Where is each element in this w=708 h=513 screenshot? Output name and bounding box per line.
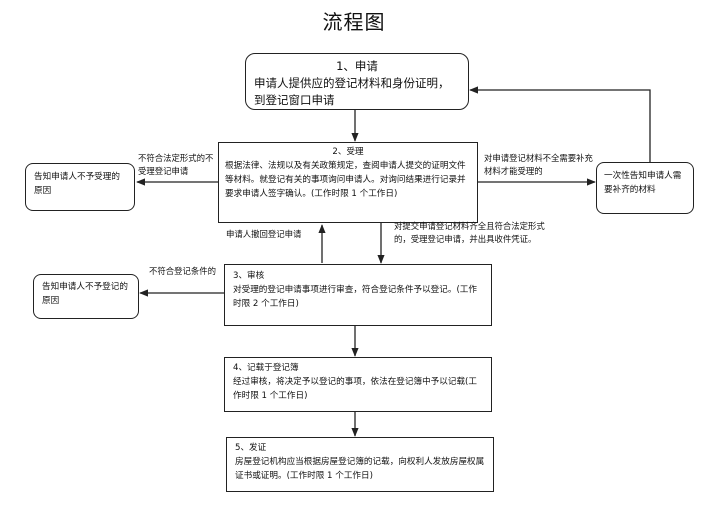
- notify-supplement-text: 一次性告知申请人需要补齐的材料: [604, 171, 682, 195]
- notify-supplement-box: 一次性告知申请人需要补齐的材料: [596, 162, 694, 214]
- reject-accept-text: 告知申请人不予受理的原因: [34, 172, 120, 196]
- label-accept-complete: 对提交申请登记材料齐全且符合法定形式的，受理登记申请，并出具收件凭证。: [394, 221, 545, 244]
- label-incomplete-materials: 对申请登记材料不全需要补充材料才能受理的: [484, 153, 593, 176]
- step-5-heading: 5、发证: [235, 443, 267, 453]
- reject-register-box: 告知申请人不予登记的原因: [33, 274, 139, 319]
- step-4-heading: 4、记载于登记簿: [233, 363, 299, 373]
- step-5-body: 房屋登记机构应当根据房屋登记簿的记载，向权利人发放房屋权属证书或证明。(工作时限…: [235, 457, 485, 481]
- step-1-body: 申请人提供应的登记材料和身份证明，到登记窗口申请: [254, 76, 450, 107]
- step-2-box: 2、受理 根据法律、法规以及有关政策规定，查阅申请人提交的证明文件等材料。就登记…: [218, 142, 478, 223]
- arrow-supplement-to-step1: [469, 86, 651, 162]
- step-3-box: 3、审核 对受理的登记申请事项进行审查，符合登记条件予以登记。(工作时限 2 个…: [224, 264, 492, 326]
- label-withdraw: 申请人撤回登记申请: [226, 229, 302, 239]
- step-1-box: 1、申请 申请人提供应的登记材料和身份证明，到登记窗口申请: [245, 53, 469, 110]
- step-2-heading: 2、受理: [332, 147, 364, 157]
- step-3-body: 对受理的登记申请事项进行审查，符合登记条件予以登记。(工作时限 2 个工作日): [233, 285, 477, 309]
- step-1-heading: 1、申请: [336, 59, 378, 73]
- step-3-heading: 3、审核: [233, 271, 265, 281]
- label-not-qualified: 不符合登记条件的: [149, 266, 216, 276]
- step-4-body: 经过审核，将决定予以登记的事项，依法在登记簿中予以记载(工作时限 1 个工作日): [233, 377, 477, 401]
- reject-accept-box: 告知申请人不予受理的原因: [25, 163, 135, 211]
- page-title: 流程图: [322, 10, 386, 34]
- step-4-box: 4、记载于登记簿 经过审核，将决定予以登记的事项，依法在登记簿中予以记载(工作时…: [224, 357, 492, 412]
- step-5-box: 5、发证 房屋登记机构应当根据房屋登记簿的记载，向权利人发放房屋权属证书或证明。…: [226, 437, 494, 492]
- label-not-legal-form: 不符合法定形式的不受理登记申请: [138, 153, 214, 176]
- step-2-body: 根据法律、法规以及有关政策规定，查阅申请人提交的证明文件等材料。就登记有关的事项…: [225, 161, 466, 199]
- reject-register-text: 告知申请人不予登记的原因: [42, 282, 128, 306]
